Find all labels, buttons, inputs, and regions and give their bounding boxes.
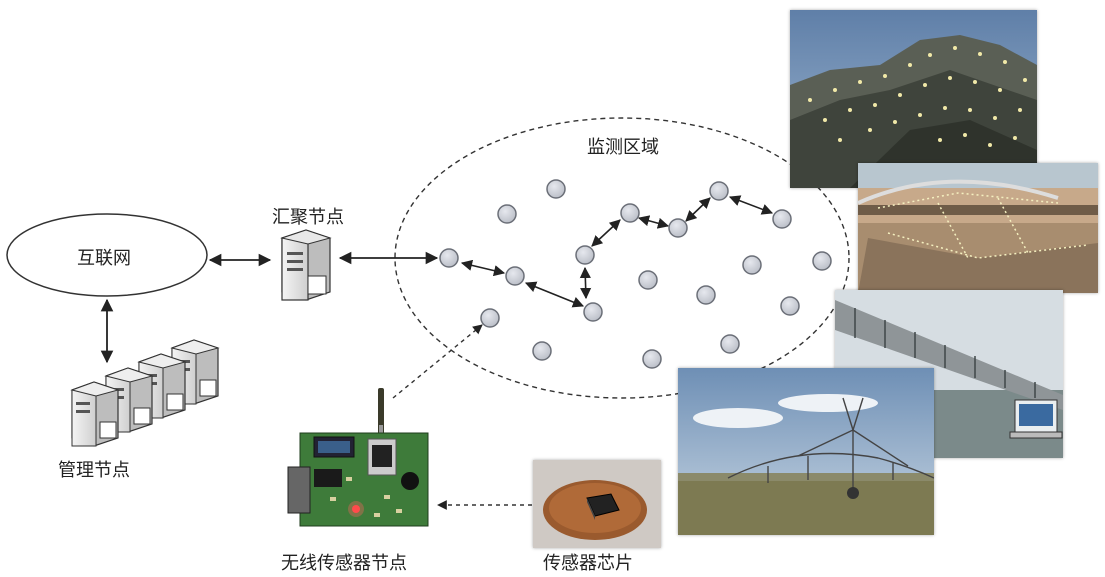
sensor-node (532, 341, 552, 361)
sensor-chip-photo (533, 460, 661, 548)
sensor-node (709, 181, 729, 201)
sensor-node (720, 334, 740, 354)
sensor-node (668, 218, 688, 238)
irrigation-photo (678, 368, 934, 535)
monitoring-area-boundary (394, 117, 850, 399)
server-icon (280, 229, 332, 301)
mountain-photo (790, 10, 1037, 188)
sensor-node (772, 209, 792, 229)
wireless-sensor-node-label: 无线传感器节点 (281, 553, 407, 574)
bridge-construction-photo (858, 163, 1098, 293)
management-node-label: 管理节点 (58, 460, 130, 481)
sensor-node (812, 251, 832, 271)
sensor-node (780, 296, 800, 316)
sensor-node (575, 245, 595, 265)
sensor-node (696, 285, 716, 305)
monitoring-area-label: 监测区域 (587, 137, 659, 158)
sink-node-label: 汇聚节点 (272, 207, 344, 228)
server-rack-icon (70, 339, 220, 447)
sensor-node (480, 308, 500, 328)
sensor-node (505, 266, 525, 286)
sensor-node (546, 179, 566, 199)
routing-path (460, 195, 774, 308)
chip-icon (586, 493, 620, 520)
antenna-icon (378, 388, 384, 437)
circuit-board-photo (284, 385, 432, 530)
sensor-node (497, 204, 517, 224)
sensor-node (642, 349, 662, 369)
sensor-node (742, 255, 762, 275)
sensor-node (620, 203, 640, 223)
sensor-node (583, 302, 603, 322)
sensor-nodes (439, 179, 832, 369)
internet-cloud (6, 213, 208, 297)
internet-label: 互联网 (77, 248, 131, 269)
board-to-network-link (392, 324, 483, 399)
sensor-chip-label: 传感器芯片 (543, 553, 633, 574)
sensor-node (638, 270, 658, 290)
sensor-node (439, 248, 459, 268)
